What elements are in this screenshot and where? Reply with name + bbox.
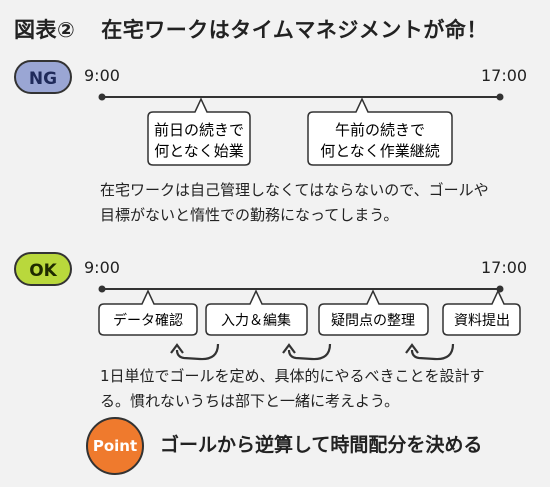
ng-callout-1-line-2: 何となく始業 (154, 142, 244, 160)
ng-callout-2-box (307, 97, 453, 166)
figure-heading: 在宅ワークはタイムマネジメントが命！ (101, 18, 488, 42)
ok-timeline-start-dot (98, 285, 106, 293)
ok-end-time: 17:00 (481, 258, 528, 277)
ng-callout-1-line-1: 前日の続きで (154, 121, 244, 139)
ng-timeline-end-dot (496, 93, 504, 101)
ok-description-line-2: る。慣れないうちは部下と一緒に考えよう。 (100, 392, 400, 410)
ok-description-line-1: 1日単位でゴールを定め、具体的にやるべきことを設計す (100, 367, 485, 385)
ok-task-2-label: 入力＆編集 (221, 312, 291, 329)
ng-description-line-1: 在宅ワークは自己管理しなくてはならないので、ゴールや (100, 181, 489, 199)
ok-task-1-box (98, 289, 198, 336)
point-text: ゴールから逆算して時間配分を決める (160, 434, 483, 456)
ok-task-1-label: データ確認 (113, 312, 183, 329)
curved-arrow-1 (170, 343, 220, 361)
ok-task-4-label: 資料提出 (454, 313, 510, 329)
ng-badge: NG (14, 60, 72, 94)
ng-description-line-2: 目標がないと惰性での勤務になってしまう。 (100, 206, 399, 224)
curved-arrow-2 (282, 343, 332, 361)
ng-callout-1-box (147, 97, 251, 166)
ng-start-time: 9:00 (84, 66, 120, 85)
figure-number: 図表② (14, 18, 76, 42)
ng-timeline-start-dot (98, 93, 106, 101)
ng-callout-2-line-2: 何となく作業継続 (320, 142, 440, 160)
ok-start-time: 9:00 (84, 258, 120, 277)
ng-description: 在宅ワークは自己管理しなくてはならないので、ゴールや 目標がないと惰性での勤務に… (100, 178, 489, 228)
ng-end-time: 17:00 (481, 66, 528, 85)
ok-task-2-box (205, 289, 308, 336)
ok-task-3-box (318, 289, 429, 336)
ng-callout-2-line-1: 午前の続きで (335, 121, 425, 139)
ok-badge: OK (14, 252, 72, 286)
ok-task-3-label: 疑問点の整理 (331, 313, 415, 329)
ok-task-4-box (442, 289, 521, 336)
ok-description: 1日単位でゴールを定め、具体的にやるべきことを設計す る。慣れないうちは部下と一… (100, 364, 485, 414)
curved-arrow-3 (405, 343, 455, 361)
point-badge: Point (86, 417, 144, 475)
figure-title: 図表② 在宅ワークはタイムマネジメントが命！ (14, 14, 488, 44)
